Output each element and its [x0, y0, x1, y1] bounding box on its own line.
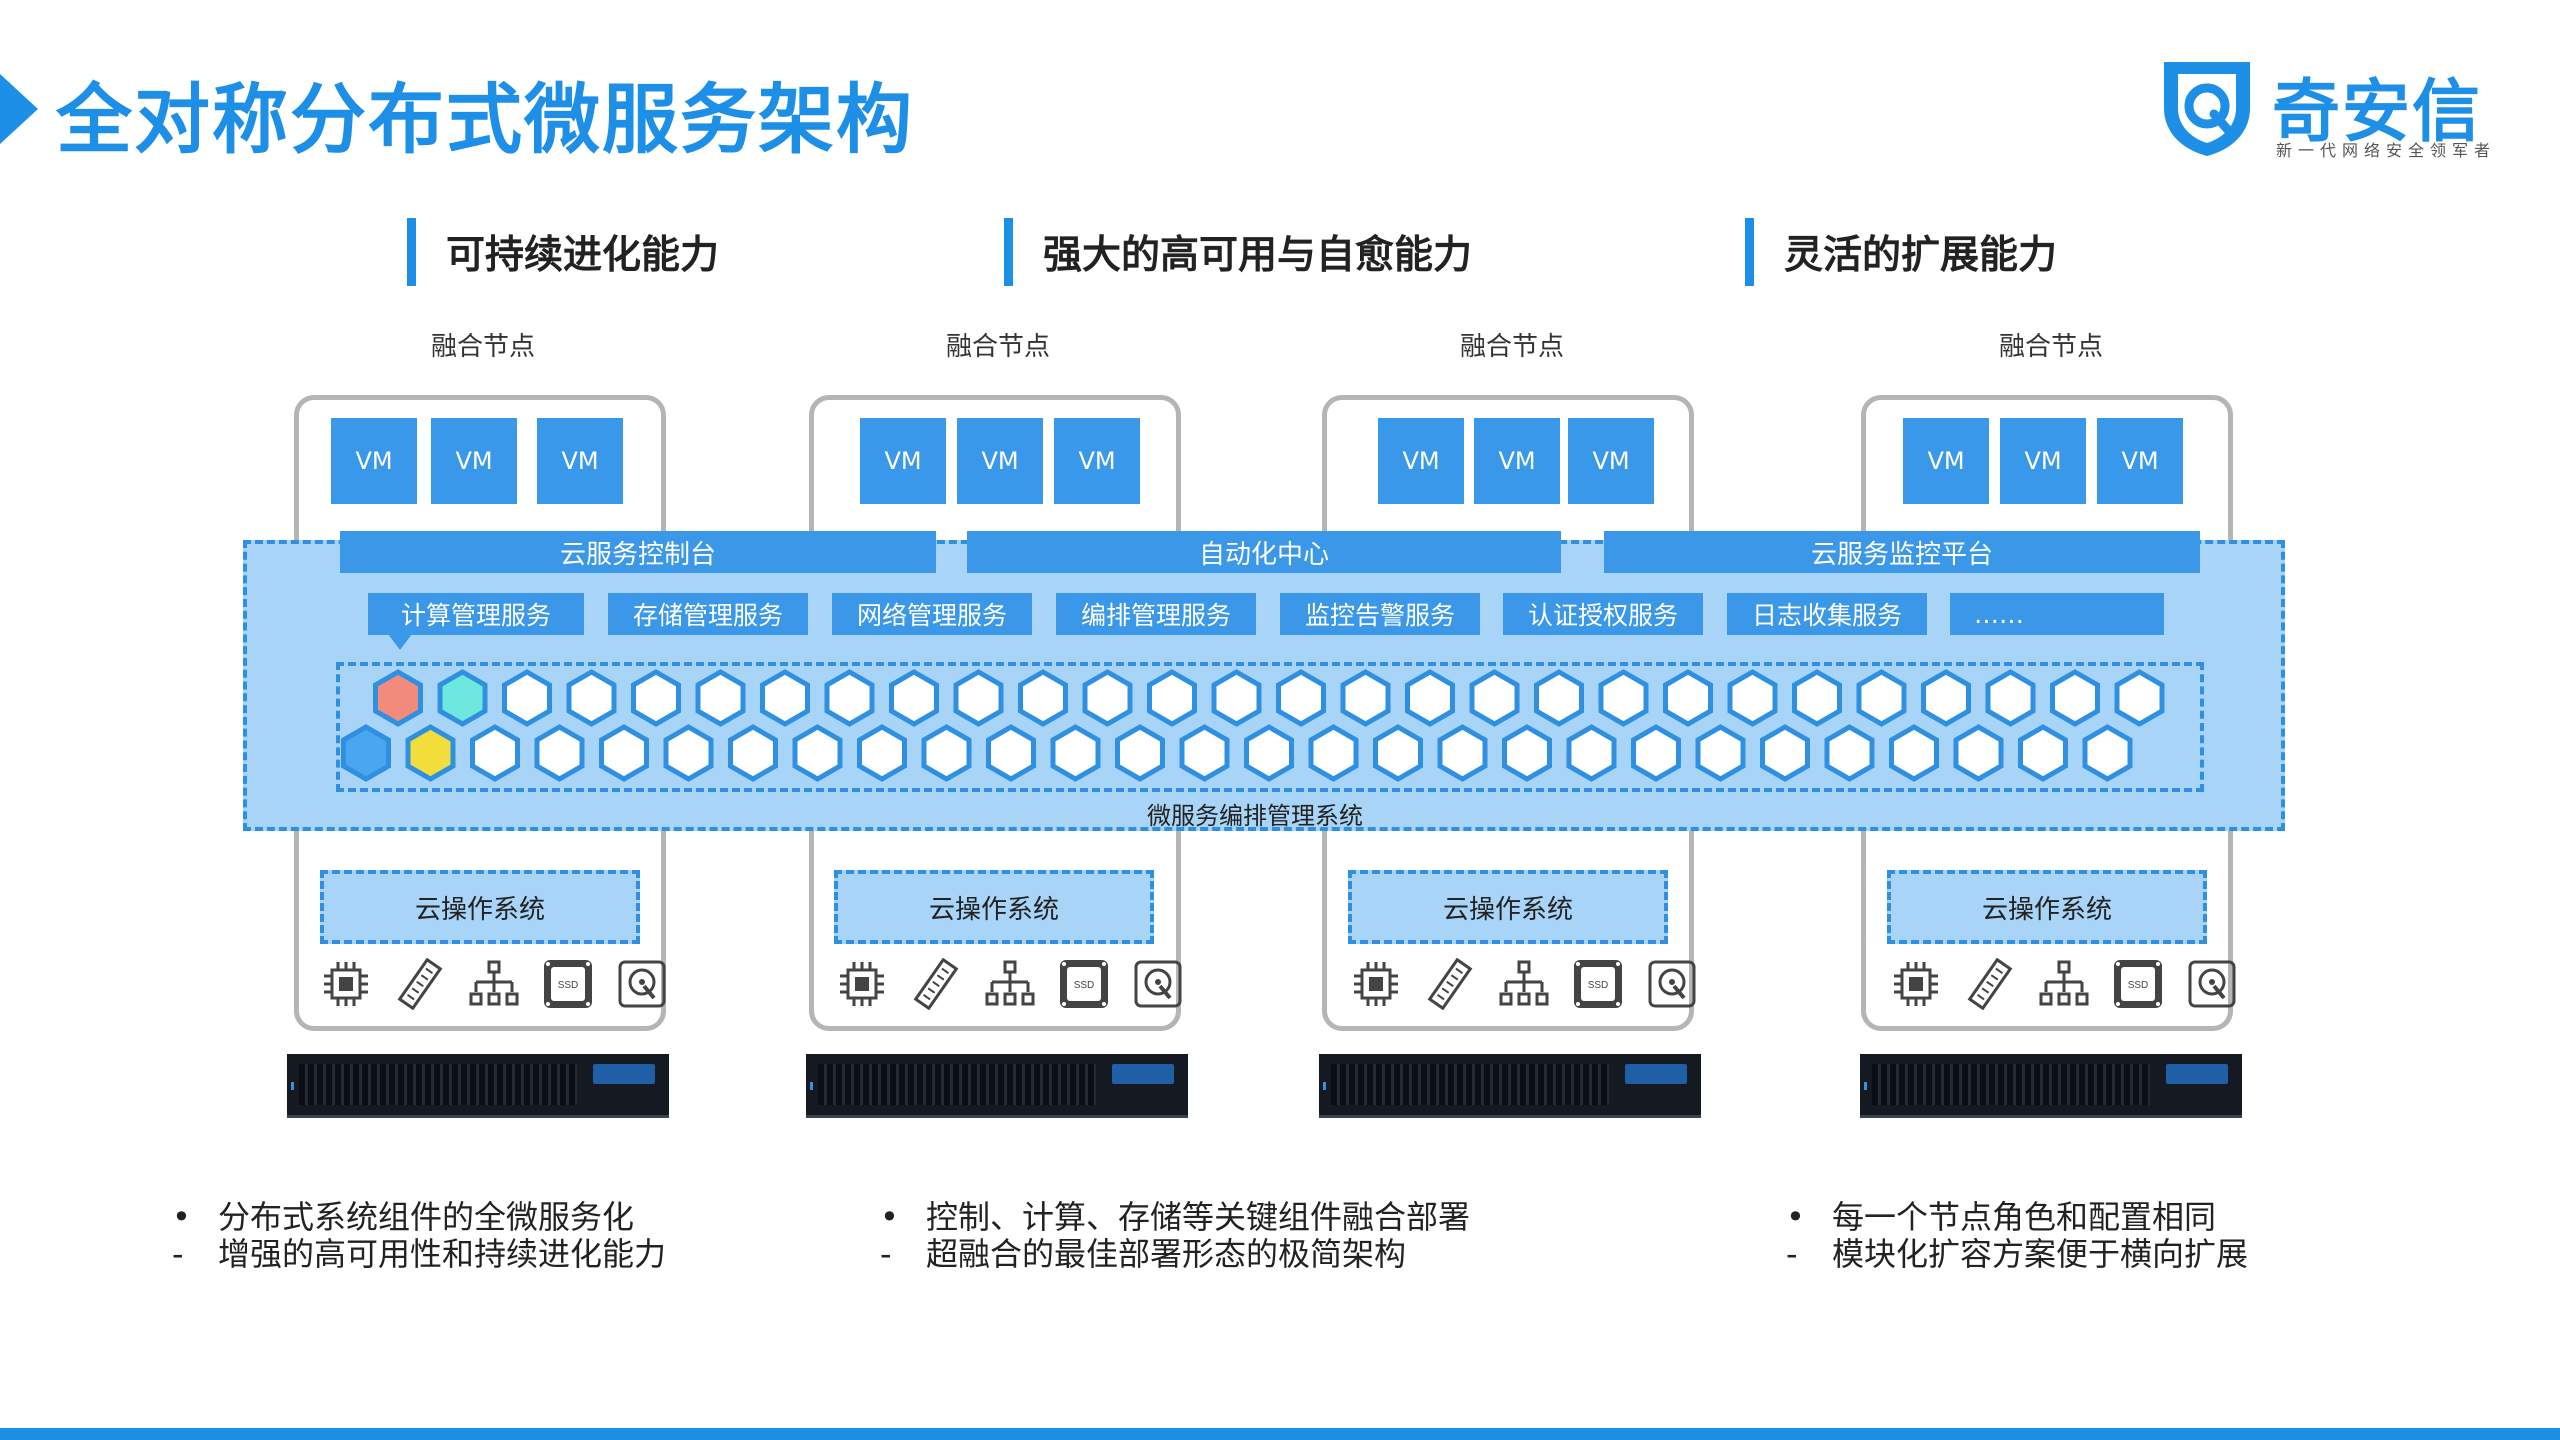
section-bar-2 [1004, 218, 1013, 286]
node-label-1: 融合节点 [430, 332, 535, 362]
bullet-sub-1: -增强的高可用性和持续进化能力 [172, 1235, 666, 1273]
microservice-system-label: 微服务编排管理系统 [1147, 802, 1363, 830]
memory-icon [913, 958, 959, 1010]
ssd-label: SSD [2128, 980, 2149, 991]
section-title-3: 灵活的扩展能力 [1784, 233, 2058, 278]
bullet-main-3: • 每一个节点角色和配置相同 [1786, 1198, 2216, 1236]
logo-name: 奇安信 [2272, 73, 2483, 152]
vm-box: VM [2000, 418, 2086, 504]
ssd-label: SSD [558, 980, 579, 991]
service-network: 网络管理服务 [832, 593, 1032, 635]
vm-box: VM [1903, 418, 1989, 504]
bullet-text: 超融合的最佳部署形态的极简架构 [926, 1235, 1407, 1273]
vm-box: VM [331, 418, 417, 504]
node-label-2: 融合节点 [945, 332, 1050, 362]
hdd-icon [1134, 960, 1182, 1008]
cpu-icon [324, 962, 368, 1006]
vm-box: VM [537, 418, 623, 504]
hardware-row: SSD [1350, 954, 1698, 1014]
ssd-icon: SSD [2114, 960, 2162, 1008]
bullet-dash-icon: - [1786, 1235, 1798, 1273]
service-pointer-icon [388, 634, 412, 650]
hexagon-area [336, 662, 2204, 792]
vm-box: VM [1378, 418, 1464, 504]
vm-box: VM [1568, 418, 1654, 504]
memory-icon [1427, 958, 1473, 1010]
bullet-text: 控制、计算、存储等关键组件融合部署 [926, 1198, 1471, 1236]
section-bar-3 [1745, 218, 1754, 286]
hardware-row: SSD [836, 954, 1184, 1014]
cloud-os-box-1: 云操作系统 [320, 870, 640, 944]
section-title-2: 强大的高可用与自愈能力 [1043, 233, 1473, 278]
vm-box: VM [860, 418, 946, 504]
network-icon [469, 960, 519, 1006]
ssd-icon: SSD [544, 960, 592, 1008]
service-storage: 存储管理服务 [608, 593, 808, 635]
network-icon [2039, 960, 2089, 1006]
service-more: …… [1950, 593, 2164, 635]
hdd-icon [1648, 960, 1696, 1008]
bullet-text: 每一个节点角色和配置相同 [1832, 1198, 2217, 1236]
server-image [1860, 1054, 2242, 1118]
logo-slogan: 新一代网络安全领军者 [2276, 141, 2497, 160]
service-compute: 计算管理服务 [368, 593, 584, 635]
memory-icon [397, 958, 443, 1010]
ssd-icon: SSD [1060, 960, 1108, 1008]
vm-box: VM [957, 418, 1043, 504]
cpu-icon [1894, 962, 1938, 1006]
server-image [806, 1054, 1188, 1118]
bullet-dot-icon: • [880, 1198, 899, 1236]
bullet-dash-icon: - [172, 1235, 184, 1273]
vm-box: VM [2097, 418, 2183, 504]
bullet-dash-icon: - [880, 1235, 892, 1273]
bullet-main-1: • 分布式系统组件的全微服务化 [172, 1198, 634, 1236]
bullet-main-2: • 控制、计算、存储等关键组件融合部署 [880, 1198, 1470, 1236]
network-icon [985, 960, 1035, 1006]
node-label-4: 融合节点 [1998, 332, 2103, 362]
qianxin-logo-shield-icon [2164, 62, 2250, 156]
cloud-os-box-4: 云操作系统 [1887, 870, 2207, 944]
cpu-icon [840, 962, 884, 1006]
cpu-icon [1354, 962, 1398, 1006]
platform-automation-center: 自动化中心 [967, 531, 1561, 573]
bullet-dot-icon: • [172, 1198, 191, 1236]
bullet-text: 分布式系统组件的全微服务化 [218, 1198, 635, 1236]
title-arrow-icon [0, 74, 38, 144]
bullet-sub-3: -模块化扩容方案便于横向扩展 [1786, 1235, 2248, 1273]
bullet-dot-icon: • [1786, 1198, 1805, 1236]
hardware-row: SSD [1890, 954, 2238, 1014]
bottom-accent-bar [0, 1428, 2560, 1440]
service-log-collection: 日志收集服务 [1727, 593, 1927, 635]
platform-monitoring: 云服务监控平台 [1604, 531, 2200, 573]
network-icon [1499, 960, 1549, 1006]
hdd-icon [618, 960, 666, 1008]
hdd-icon [2188, 960, 2236, 1008]
bullet-text: 模块化扩容方案便于横向扩展 [1832, 1235, 2249, 1273]
service-auth: 认证授权服务 [1503, 593, 1703, 635]
page-title: 全对称分布式微服务架构 [56, 75, 914, 164]
server-image [287, 1054, 669, 1118]
section-title-1: 可持续进化能力 [446, 233, 720, 278]
server-image [1319, 1054, 1701, 1118]
ssd-label: SSD [1074, 980, 1095, 991]
bullet-text: 增强的高可用性和持续进化能力 [218, 1235, 667, 1273]
cloud-os-box-3: 云操作系统 [1348, 870, 1668, 944]
vm-box: VM [1474, 418, 1560, 504]
service-monitoring-alert: 监控告警服务 [1280, 593, 1480, 635]
memory-icon [1967, 958, 2013, 1010]
service-orchestration: 编排管理服务 [1056, 593, 1256, 635]
node-label-3: 融合节点 [1459, 332, 1564, 362]
bullet-sub-2: -超融合的最佳部署形态的极简架构 [880, 1235, 1406, 1273]
hardware-row: SSD [320, 954, 668, 1014]
section-bar-1 [407, 218, 416, 286]
vm-box: VM [1054, 418, 1140, 504]
platform-cloud-console: 云服务控制台 [340, 531, 936, 573]
ssd-icon: SSD [1574, 960, 1622, 1008]
cloud-os-box-2: 云操作系统 [834, 870, 1154, 944]
ssd-label: SSD [1588, 980, 1609, 991]
vm-box: VM [431, 418, 517, 504]
